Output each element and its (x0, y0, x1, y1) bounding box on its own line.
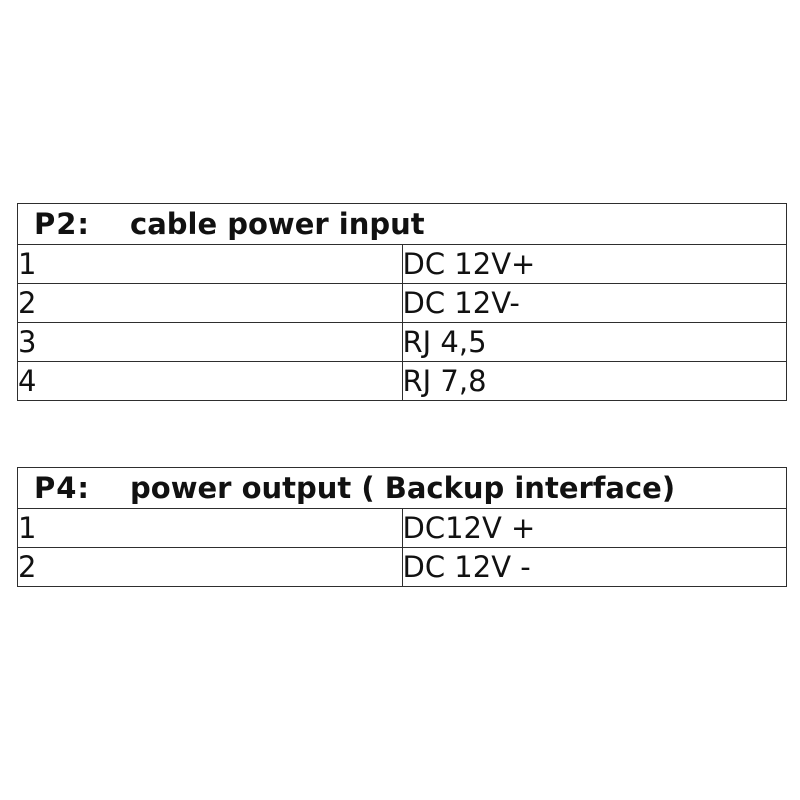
p4-power-output-table: P4: power output ( Backup interface) 1 DC… (17, 467, 787, 587)
p2-connector-code: P2: (34, 207, 91, 241)
p4-header-row: P4: power output ( Backup interface) (17, 467, 787, 509)
table-row: 2 DC 12V- (17, 283, 787, 323)
pin-number: 2 (17, 547, 403, 587)
p2-table-title: cable power input (130, 207, 425, 241)
p2-cable-power-input-table: P2: cable power input 1 DC 12V+ 2 DC 12V-… (17, 203, 787, 401)
p4-header-cell: P4: power output ( Backup interface) (17, 467, 787, 509)
pin-number: 4 (17, 361, 403, 401)
pin-number: 3 (17, 322, 403, 362)
pin-number: 1 (17, 508, 403, 548)
p4-connector-code: P4: (34, 471, 91, 505)
pin-description: DC 12V- (401, 283, 787, 323)
table-row: 1 DC12V + (17, 508, 787, 548)
p4-table-title: power output ( Backup interface) (130, 471, 676, 505)
pin-number: 2 (17, 283, 403, 323)
table-row: 3 RJ 4,5 (17, 322, 787, 362)
pin-description: DC 12V+ (401, 244, 787, 284)
p2-header-row: P2: cable power input (17, 203, 787, 245)
pin-description: DC 12V - (401, 547, 787, 587)
table-row: 1 DC 12V+ (17, 244, 787, 284)
table-row: 2 DC 12V - (17, 547, 787, 587)
pin-description: RJ 7,8 (401, 361, 787, 401)
pin-number: 1 (17, 244, 403, 284)
pin-description: RJ 4,5 (401, 322, 787, 362)
pin-description: DC12V + (401, 508, 787, 548)
p2-header-cell: P2: cable power input (17, 203, 787, 245)
table-row: 4 RJ 7,8 (17, 361, 787, 401)
